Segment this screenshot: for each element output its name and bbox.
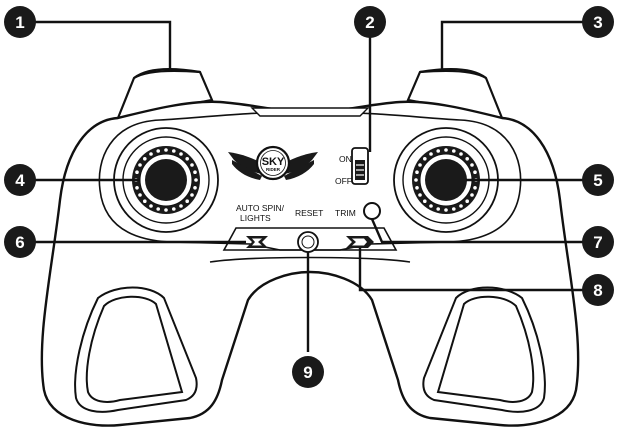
joystick-stud (193, 186, 197, 190)
callout-1: 1 (4, 6, 36, 38)
joystick-stud (452, 149, 456, 153)
callout-7: 7 (582, 226, 614, 258)
trim-button: TRIM (335, 202, 381, 220)
callout-7-number: 7 (593, 233, 602, 252)
right-arrow-button (346, 236, 374, 248)
joystick-stud (190, 163, 194, 167)
joystick-stud (436, 149, 441, 153)
logo-text-sky: SKY (262, 156, 285, 168)
callout-9: 9 (292, 356, 324, 388)
joystick-stud (418, 163, 422, 167)
callout-5: 5 (582, 164, 614, 196)
joystick-stud (185, 157, 189, 161)
joystick-stud (156, 207, 160, 211)
trim-label: TRIM (335, 208, 356, 218)
joystick-stud (138, 163, 142, 167)
joystick-stud (470, 193, 474, 197)
callout-3-number: 3 (593, 13, 602, 32)
callout-8: 8 (582, 274, 614, 306)
callout-4-number: 4 (15, 171, 25, 190)
sky-rider-logo: SKY RIDER (228, 145, 318, 181)
joystick-stud (143, 199, 147, 203)
auto-spin-lights-button: AUTO SPIN/ LIGHTS (236, 203, 285, 248)
joystick-stud (473, 170, 477, 174)
joystick-stud (138, 193, 142, 197)
callout-3: 3 (582, 6, 614, 38)
joystick-stud (465, 199, 470, 203)
joystick-stud (444, 148, 448, 152)
joystick-stud (179, 152, 183, 156)
joystick-stud (149, 204, 153, 208)
joystick-stud (194, 178, 198, 182)
callout-9-number: 9 (303, 363, 312, 382)
reset-button: RESET (295, 208, 323, 253)
joystick-stud (143, 157, 147, 161)
joystick-stud (423, 199, 427, 203)
joystick-stud (473, 186, 477, 190)
joystick-stud (429, 152, 433, 156)
joystick-stud (135, 170, 139, 174)
joystick-stud (444, 208, 448, 212)
callout-4: 4 (4, 164, 36, 196)
joystick-stud (149, 152, 153, 156)
callout-1-number: 1 (15, 13, 24, 32)
joystick-stud (436, 207, 441, 211)
joystick-stud (423, 157, 427, 161)
right-shoulder-button (406, 68, 504, 120)
callout-leaders (30, 20, 588, 352)
left-joystick (113, 127, 219, 233)
joystick-stud (179, 204, 183, 208)
joystick-stud (193, 170, 197, 174)
reset-label: RESET (295, 208, 323, 218)
logo-text-rider: RIDER (266, 167, 281, 172)
callout-8-number: 8 (593, 281, 602, 300)
joystick-stud (190, 193, 194, 197)
left-grip (74, 286, 198, 413)
right-joystick (393, 127, 499, 233)
auto-spin-label: AUTO SPIN/ (236, 203, 285, 213)
joystick-stud (452, 207, 456, 211)
joystick-stud (156, 149, 160, 153)
callout-6: 6 (4, 226, 36, 258)
lights-label: LIGHTS (240, 213, 271, 223)
joystick-stud (172, 207, 176, 211)
joystick-stud (415, 186, 419, 190)
joystick-stud (459, 152, 463, 156)
callout-2-number: 2 (365, 13, 374, 32)
joystick-stud (465, 157, 470, 161)
left-shoulder-button (116, 68, 214, 120)
joystick-stud (415, 170, 419, 174)
joystick-stud (429, 204, 433, 208)
joystick-stud (414, 178, 418, 182)
joystick-stud (459, 204, 463, 208)
switch-on-label: ON (339, 154, 352, 164)
joystick-stud (164, 208, 168, 212)
power-switch: ON OFF (335, 147, 369, 186)
joystick-stud (418, 193, 422, 197)
callout-6-number: 6 (15, 233, 24, 252)
callout-2: 2 (354, 6, 386, 38)
joystick-stud (135, 186, 139, 190)
joystick-stud (172, 149, 176, 153)
switch-off-label: OFF (335, 176, 352, 186)
joystick-stud (185, 199, 189, 203)
joystick-stud (470, 163, 474, 167)
joystick-stud (164, 148, 168, 152)
callout-5-number: 5 (593, 171, 602, 190)
